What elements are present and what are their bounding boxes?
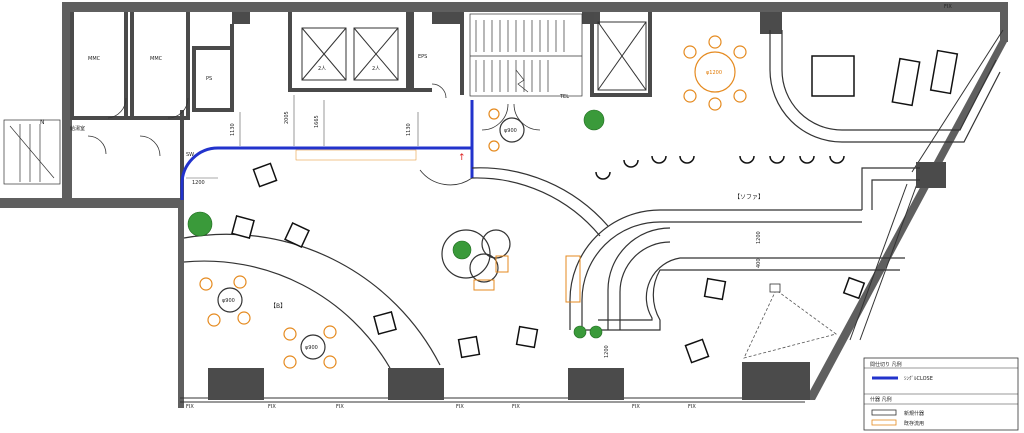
label-sofa: 【ソファ】 xyxy=(734,194,764,201)
legend-item-1: ｼﾝｸﾞﾙCLOSE xyxy=(904,375,933,382)
counter-arc xyxy=(471,167,609,237)
columns xyxy=(208,12,946,400)
dim-1130a: 1130 xyxy=(230,123,236,136)
fix-2: FIX xyxy=(268,404,276,410)
stairs-left xyxy=(3,119,61,185)
dim-1665: 1665 xyxy=(314,115,320,128)
plants xyxy=(187,109,605,339)
projection-area xyxy=(743,289,837,359)
legend xyxy=(863,357,1019,431)
dimension-lines xyxy=(186,95,419,179)
glass-line xyxy=(859,183,918,341)
stools xyxy=(595,155,845,180)
elevators xyxy=(301,21,647,91)
elevator-left: 2人 xyxy=(318,66,326,72)
north-arrow: N xyxy=(40,119,45,126)
partition-labels xyxy=(295,149,417,161)
room-mmc-right: MMC xyxy=(150,56,163,62)
elevator-right: 2人 xyxy=(372,66,380,72)
stairs xyxy=(469,13,583,97)
room-mmc-left: MMC xyxy=(88,56,101,62)
dim-400: 400 xyxy=(756,258,762,268)
outer-walls xyxy=(0,2,1008,408)
dim-1130b: 1130 xyxy=(406,123,412,136)
fix-8: FIX xyxy=(944,4,952,10)
dim-1200a: 1200 xyxy=(192,180,205,186)
room-ps: PS xyxy=(206,76,212,82)
bench xyxy=(183,233,441,369)
arrow-marker: ↑ xyxy=(458,153,466,163)
table-1200: φ1200 xyxy=(706,70,722,76)
dim-1200c: 1200 xyxy=(604,345,610,358)
fix-1: FIX xyxy=(186,404,194,410)
orange-chairs xyxy=(199,35,747,369)
fix-7: FIX xyxy=(688,404,696,410)
table-900b: φ900 xyxy=(222,298,235,304)
counter xyxy=(569,167,920,331)
fix-5: FIX xyxy=(512,404,520,410)
room-tel: TEL xyxy=(559,94,569,100)
fix-4: FIX xyxy=(456,404,464,410)
legend-title-1: 間仕切り 凡例 xyxy=(870,361,902,368)
legend-item-3: 既存流用 xyxy=(904,420,924,427)
fix-3: FIX xyxy=(336,404,344,410)
legend-title-2: 什器 凡例 xyxy=(870,396,892,403)
dim-1200b: 1200 xyxy=(756,231,762,244)
fix-6: FIX xyxy=(632,404,640,410)
label-bench: 【B】 xyxy=(270,303,286,310)
blue-partition xyxy=(180,100,474,200)
bar-tables xyxy=(811,49,959,107)
projector xyxy=(769,283,781,293)
room-eps: EPS xyxy=(418,54,427,60)
window-seat xyxy=(769,30,1001,143)
dim-2005: 2005 xyxy=(284,111,290,124)
orange-cabinets xyxy=(473,255,581,303)
table-900c: φ900 xyxy=(305,345,318,351)
glass-line xyxy=(849,183,908,341)
room-supply: 給湯室 xyxy=(70,125,85,132)
legend-item-2: 新規什器 xyxy=(904,410,924,417)
label-sw: SW xyxy=(186,152,194,158)
round-tables xyxy=(217,51,736,360)
glass-line xyxy=(911,29,1004,173)
core-rooms xyxy=(70,12,652,200)
table-900a: φ900 xyxy=(504,128,517,134)
square-tables xyxy=(231,162,866,364)
